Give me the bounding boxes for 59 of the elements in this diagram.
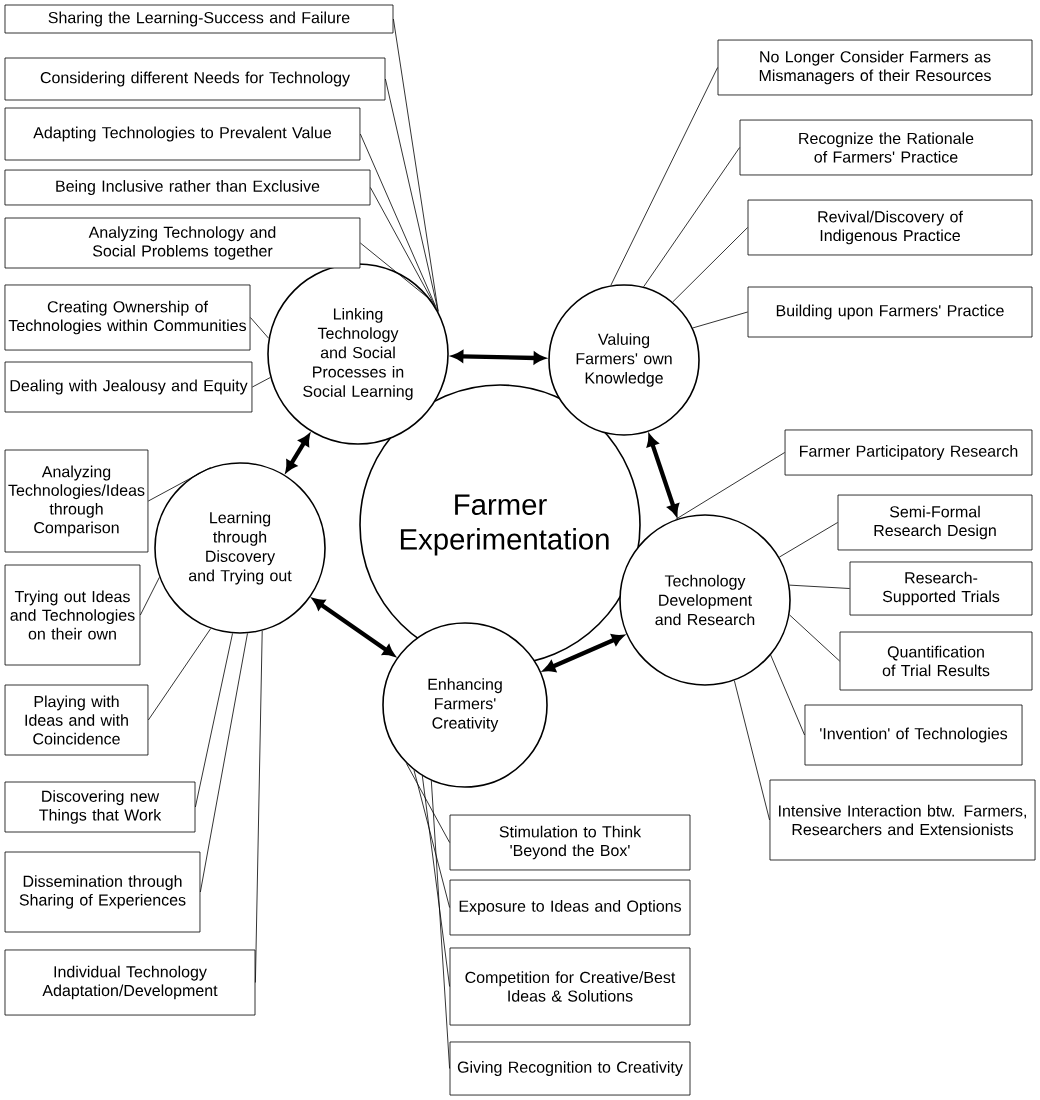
note-box: No Longer Consider Farmers as Mismanagers of their Resources <box>717 39 1033 96</box>
note-box: Sharing the Learning-Success and Failure <box>4 4 394 34</box>
double-arrow <box>451 350 546 364</box>
note-box: Building upon Farmers' Practice <box>747 286 1033 338</box>
note-box: Trying out Ideas and Technologies on their own <box>4 564 141 666</box>
note-box: Creating Ownership of Technologies within Communities <box>4 284 251 351</box>
note-box: Recognize the Rationale of Farmers' Practice <box>739 119 1033 176</box>
leader-line <box>370 187 436 307</box>
note-box: 'Invention' of Technologies <box>804 704 1023 766</box>
note-box: Research-Supported Trials <box>849 561 1033 616</box>
leader-line <box>675 452 786 520</box>
leader-line <box>692 311 748 329</box>
leader-line <box>393 18 439 312</box>
double-arrow <box>543 634 624 672</box>
leader-line <box>147 467 212 502</box>
leader-line <box>406 763 450 843</box>
leader-line <box>733 680 770 821</box>
leader-line <box>139 576 160 616</box>
note-box: Dealing with Jealousy and Equity <box>4 361 253 413</box>
note-box: Revival/Discovery of Indigenous Practice <box>747 199 1033 256</box>
leader-line <box>778 522 838 558</box>
leader-line <box>672 227 748 303</box>
double-arrow <box>285 434 310 473</box>
note-box: Competition for Creative/Best Ideas & Solutions <box>449 947 691 1026</box>
leader-line <box>359 242 432 302</box>
leader-line <box>147 628 212 721</box>
leader-line <box>430 780 450 1069</box>
note-box: Farmer Participatory Research <box>784 429 1033 476</box>
note-box: Dissemination through Sharing of Experiences <box>4 851 201 933</box>
note-box: Considering different Needs for Technology <box>4 57 386 101</box>
note-box: Intensive Interaction btw. Farmers, Researchers and Extensionists <box>769 779 1036 861</box>
leader-line <box>413 769 450 908</box>
leader-line <box>199 633 248 893</box>
double-arrow <box>312 598 395 657</box>
note-box: Analyzing Technologies/Ideas through Comparison <box>4 449 149 553</box>
leader-line <box>255 630 263 983</box>
note-box: Playing with Ideas and with Coincidence <box>4 684 149 756</box>
note-box: Analyzing Technology and Social Problems together <box>4 217 361 269</box>
note-box: Giving Recognition to Creativity <box>449 1041 691 1096</box>
note-box: Individual Technology Adaptation/Development <box>4 949 256 1016</box>
leader-line <box>359 133 438 309</box>
note-box: Exposure to Ideas and Options <box>449 879 691 936</box>
note-box: Quantification of Trial Results <box>839 631 1033 691</box>
note-box: Adapting Technologies to Prevalent Value <box>4 107 361 161</box>
leader-line <box>385 78 439 312</box>
leader-line <box>421 775 450 987</box>
note-box: Discovering new Things that Work <box>4 781 196 833</box>
note-box: Stimulation to Think 'Beyond the Box' <box>449 814 691 871</box>
leader-line <box>643 147 740 288</box>
double-arrow <box>646 434 679 516</box>
leader-line <box>770 654 805 736</box>
leader-line <box>789 614 840 662</box>
note-box: Being Inclusive rather than Exclusive <box>4 169 371 206</box>
leader-line <box>251 377 271 388</box>
note-box: Semi-Formal Research Design <box>837 494 1033 551</box>
leader-line <box>195 633 233 808</box>
leader-line <box>610 67 718 286</box>
leader-line <box>250 317 269 339</box>
leader-line <box>789 584 850 589</box>
